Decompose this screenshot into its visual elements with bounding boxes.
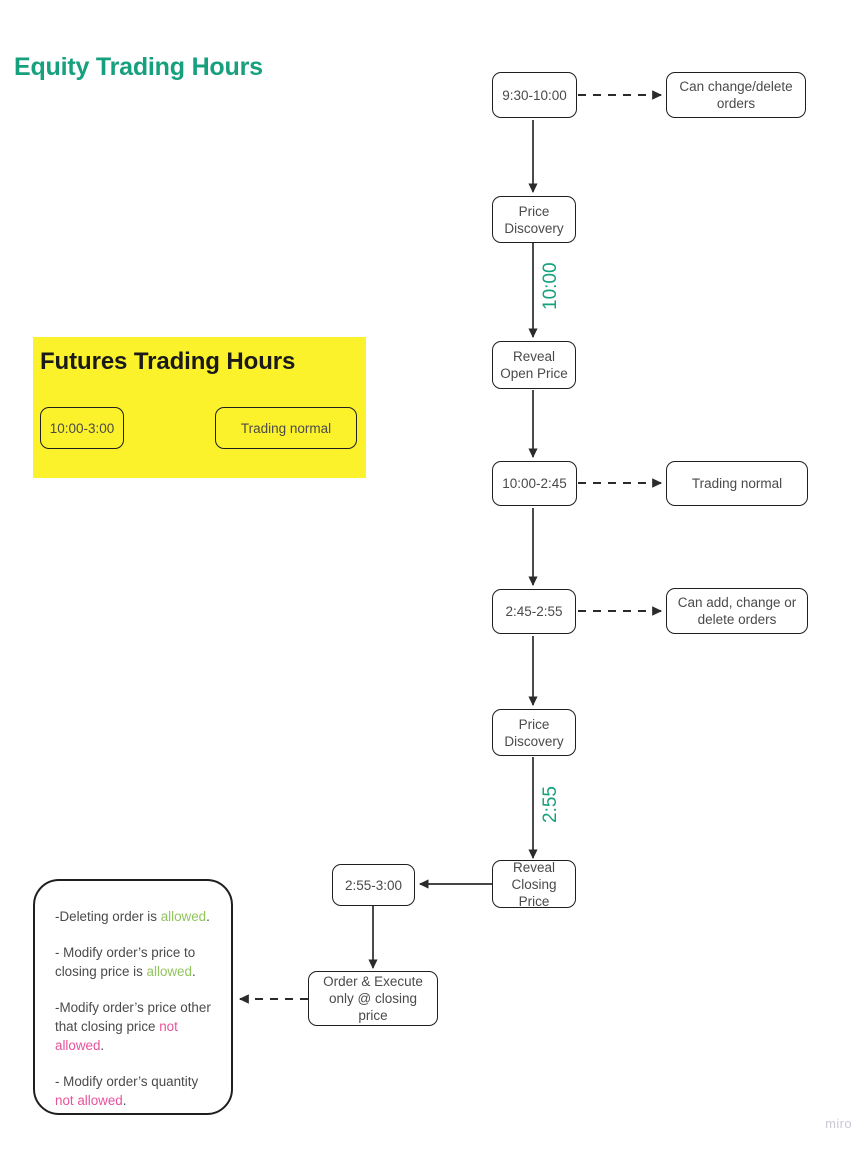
note-closing-rules[interactable]: -Deleting order is allowed. - Modify ord… bbox=[33, 879, 233, 1115]
node-note-preclose[interactable]: Can add, change or delete orders bbox=[666, 588, 808, 634]
rule-1-post: . bbox=[206, 909, 210, 924]
node-note-mid[interactable]: Trading normal bbox=[666, 461, 808, 506]
rule-2-pre: - Modify order’s price to closing price … bbox=[55, 945, 196, 979]
rule-3-post: . bbox=[100, 1038, 105, 1053]
rule-line-3: -Modify order’s price other that closing… bbox=[55, 998, 211, 1055]
rule-line-2: - Modify order’s price to closing price … bbox=[55, 943, 211, 981]
page-title-equity: Equity Trading Hours bbox=[14, 53, 263, 81]
node-futures-behavior[interactable]: Trading normal bbox=[215, 407, 357, 449]
node-session-open-label: 9:30-10:00 bbox=[502, 87, 567, 103]
node-futures-session-label: 10:00-3:00 bbox=[49, 420, 115, 436]
node-price-discovery-1[interactable]: Price Discovery bbox=[492, 196, 576, 243]
node-session-close-label: 2:55-3:00 bbox=[344, 877, 403, 893]
rule-1-emphasis: allowed bbox=[160, 909, 207, 924]
node-futures-session[interactable]: 10:00-3:00 bbox=[40, 407, 124, 449]
node-price-discovery-1-label: Price Discovery bbox=[504, 203, 564, 236]
node-session-mid[interactable]: 10:00-2:45 bbox=[492, 461, 577, 506]
rule-4-emphasis: not allowed bbox=[55, 1093, 123, 1108]
node-order-execute[interactable]: Order & Execute only @ closing price bbox=[308, 971, 438, 1026]
node-reveal-closing-price-label: Reveal Closing Price bbox=[511, 859, 557, 909]
node-note-preclose-label: Can add, change or delete orders bbox=[677, 595, 797, 627]
node-session-preclose-label: 2:45-2:55 bbox=[505, 604, 563, 619]
miro-watermark: miro bbox=[825, 1116, 852, 1131]
rule-line-1: -Deleting order is allowed. bbox=[55, 907, 211, 926]
rule-line-4: - Modify order’s quantity not allowed. bbox=[55, 1072, 211, 1110]
rule-2-post: . bbox=[191, 964, 196, 979]
rule-4-pre: - Modify order’s quantity bbox=[55, 1074, 199, 1089]
rule-3-pre: -Modify order’s price other that closing… bbox=[55, 1000, 211, 1034]
node-note-mid-label: Trading normal bbox=[691, 476, 783, 491]
rule-2-emphasis: allowed bbox=[146, 964, 192, 979]
node-reveal-open-price[interactable]: Reveal Open Price bbox=[492, 341, 576, 389]
node-reveal-closing-price[interactable]: Reveal Closing Price bbox=[492, 859, 576, 909]
node-session-mid-label: 10:00-2:45 bbox=[502, 476, 567, 491]
node-note-open-label: Can change/delete orders bbox=[679, 79, 793, 111]
page-title-futures: Futures Trading Hours bbox=[40, 348, 296, 375]
node-order-execute-label: Order & Execute only @ closing price bbox=[323, 974, 423, 1023]
node-price-discovery-2[interactable]: Price Discovery bbox=[492, 709, 576, 756]
node-futures-behavior-label: Trading normal bbox=[240, 420, 332, 436]
node-price-discovery-2-label: Price Discovery bbox=[504, 716, 564, 749]
rule-4-post: . bbox=[122, 1093, 127, 1108]
node-reveal-open-price-label: Reveal Open Price bbox=[500, 349, 568, 381]
node-session-close[interactable]: 2:55-3:00 bbox=[332, 864, 415, 906]
node-session-open[interactable]: 9:30-10:00 bbox=[492, 72, 577, 118]
node-note-open[interactable]: Can change/delete orders bbox=[666, 72, 806, 118]
rule-1-pre: -Deleting order is bbox=[55, 909, 161, 924]
edge-label-close-time: 2:55 bbox=[540, 786, 561, 823]
rule-3-emphasis: not allowed bbox=[55, 1019, 178, 1053]
node-session-preclose[interactable]: 2:45-2:55 bbox=[492, 589, 576, 634]
edge-label-open-time: 10:00 bbox=[540, 262, 561, 310]
